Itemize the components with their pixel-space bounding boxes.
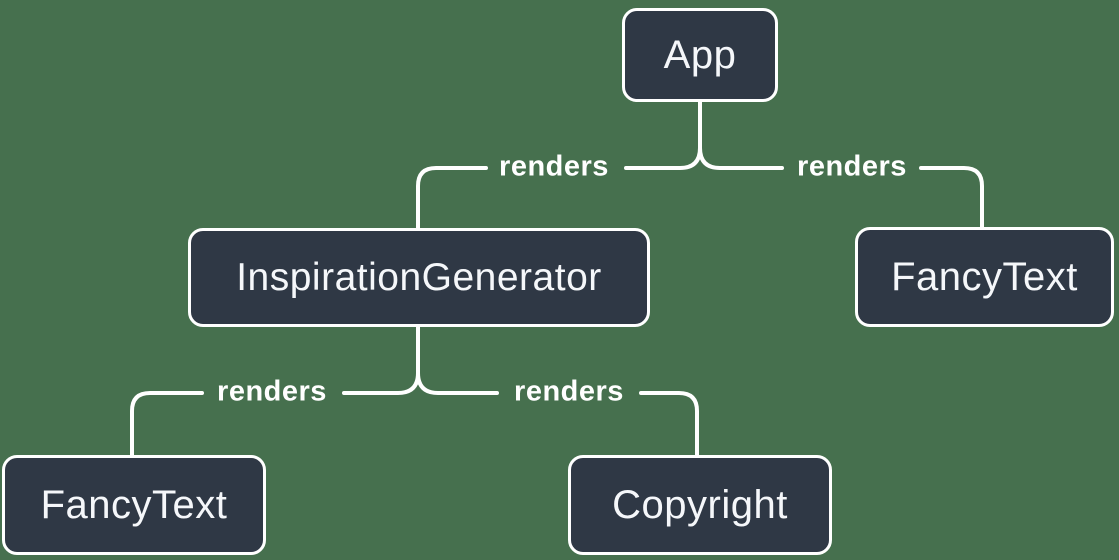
node-fancy-text-top-label: FancyText — [891, 254, 1078, 299]
node-copyright-label: Copyright — [612, 482, 788, 527]
edge-label-app-fancytext: renders — [797, 150, 907, 183]
node-inspiration-generator: InspirationGenerator — [188, 228, 650, 327]
node-app: App — [622, 8, 778, 102]
node-fancy-text-top: FancyText — [855, 227, 1114, 327]
node-fancy-text-bottom-label: FancyText — [40, 482, 228, 527]
node-copyright: Copyright — [568, 455, 832, 555]
edge-line-app-to-fancytext — [698, 146, 984, 230]
edge-line-inspirationgenerator-to-copyright — [416, 371, 699, 458]
edge-label-inspirationgenerator-fancytext: renders — [217, 375, 327, 408]
edge-label-app-inspirationgenerator: renders — [499, 150, 609, 183]
node-inspiration-generator-label: InspirationGenerator — [236, 255, 602, 299]
node-app-label: App — [663, 32, 737, 77]
node-fancy-text-bottom: FancyText — [2, 455, 266, 555]
edge-label-inspirationgenerator-copyright: renders — [514, 375, 624, 408]
